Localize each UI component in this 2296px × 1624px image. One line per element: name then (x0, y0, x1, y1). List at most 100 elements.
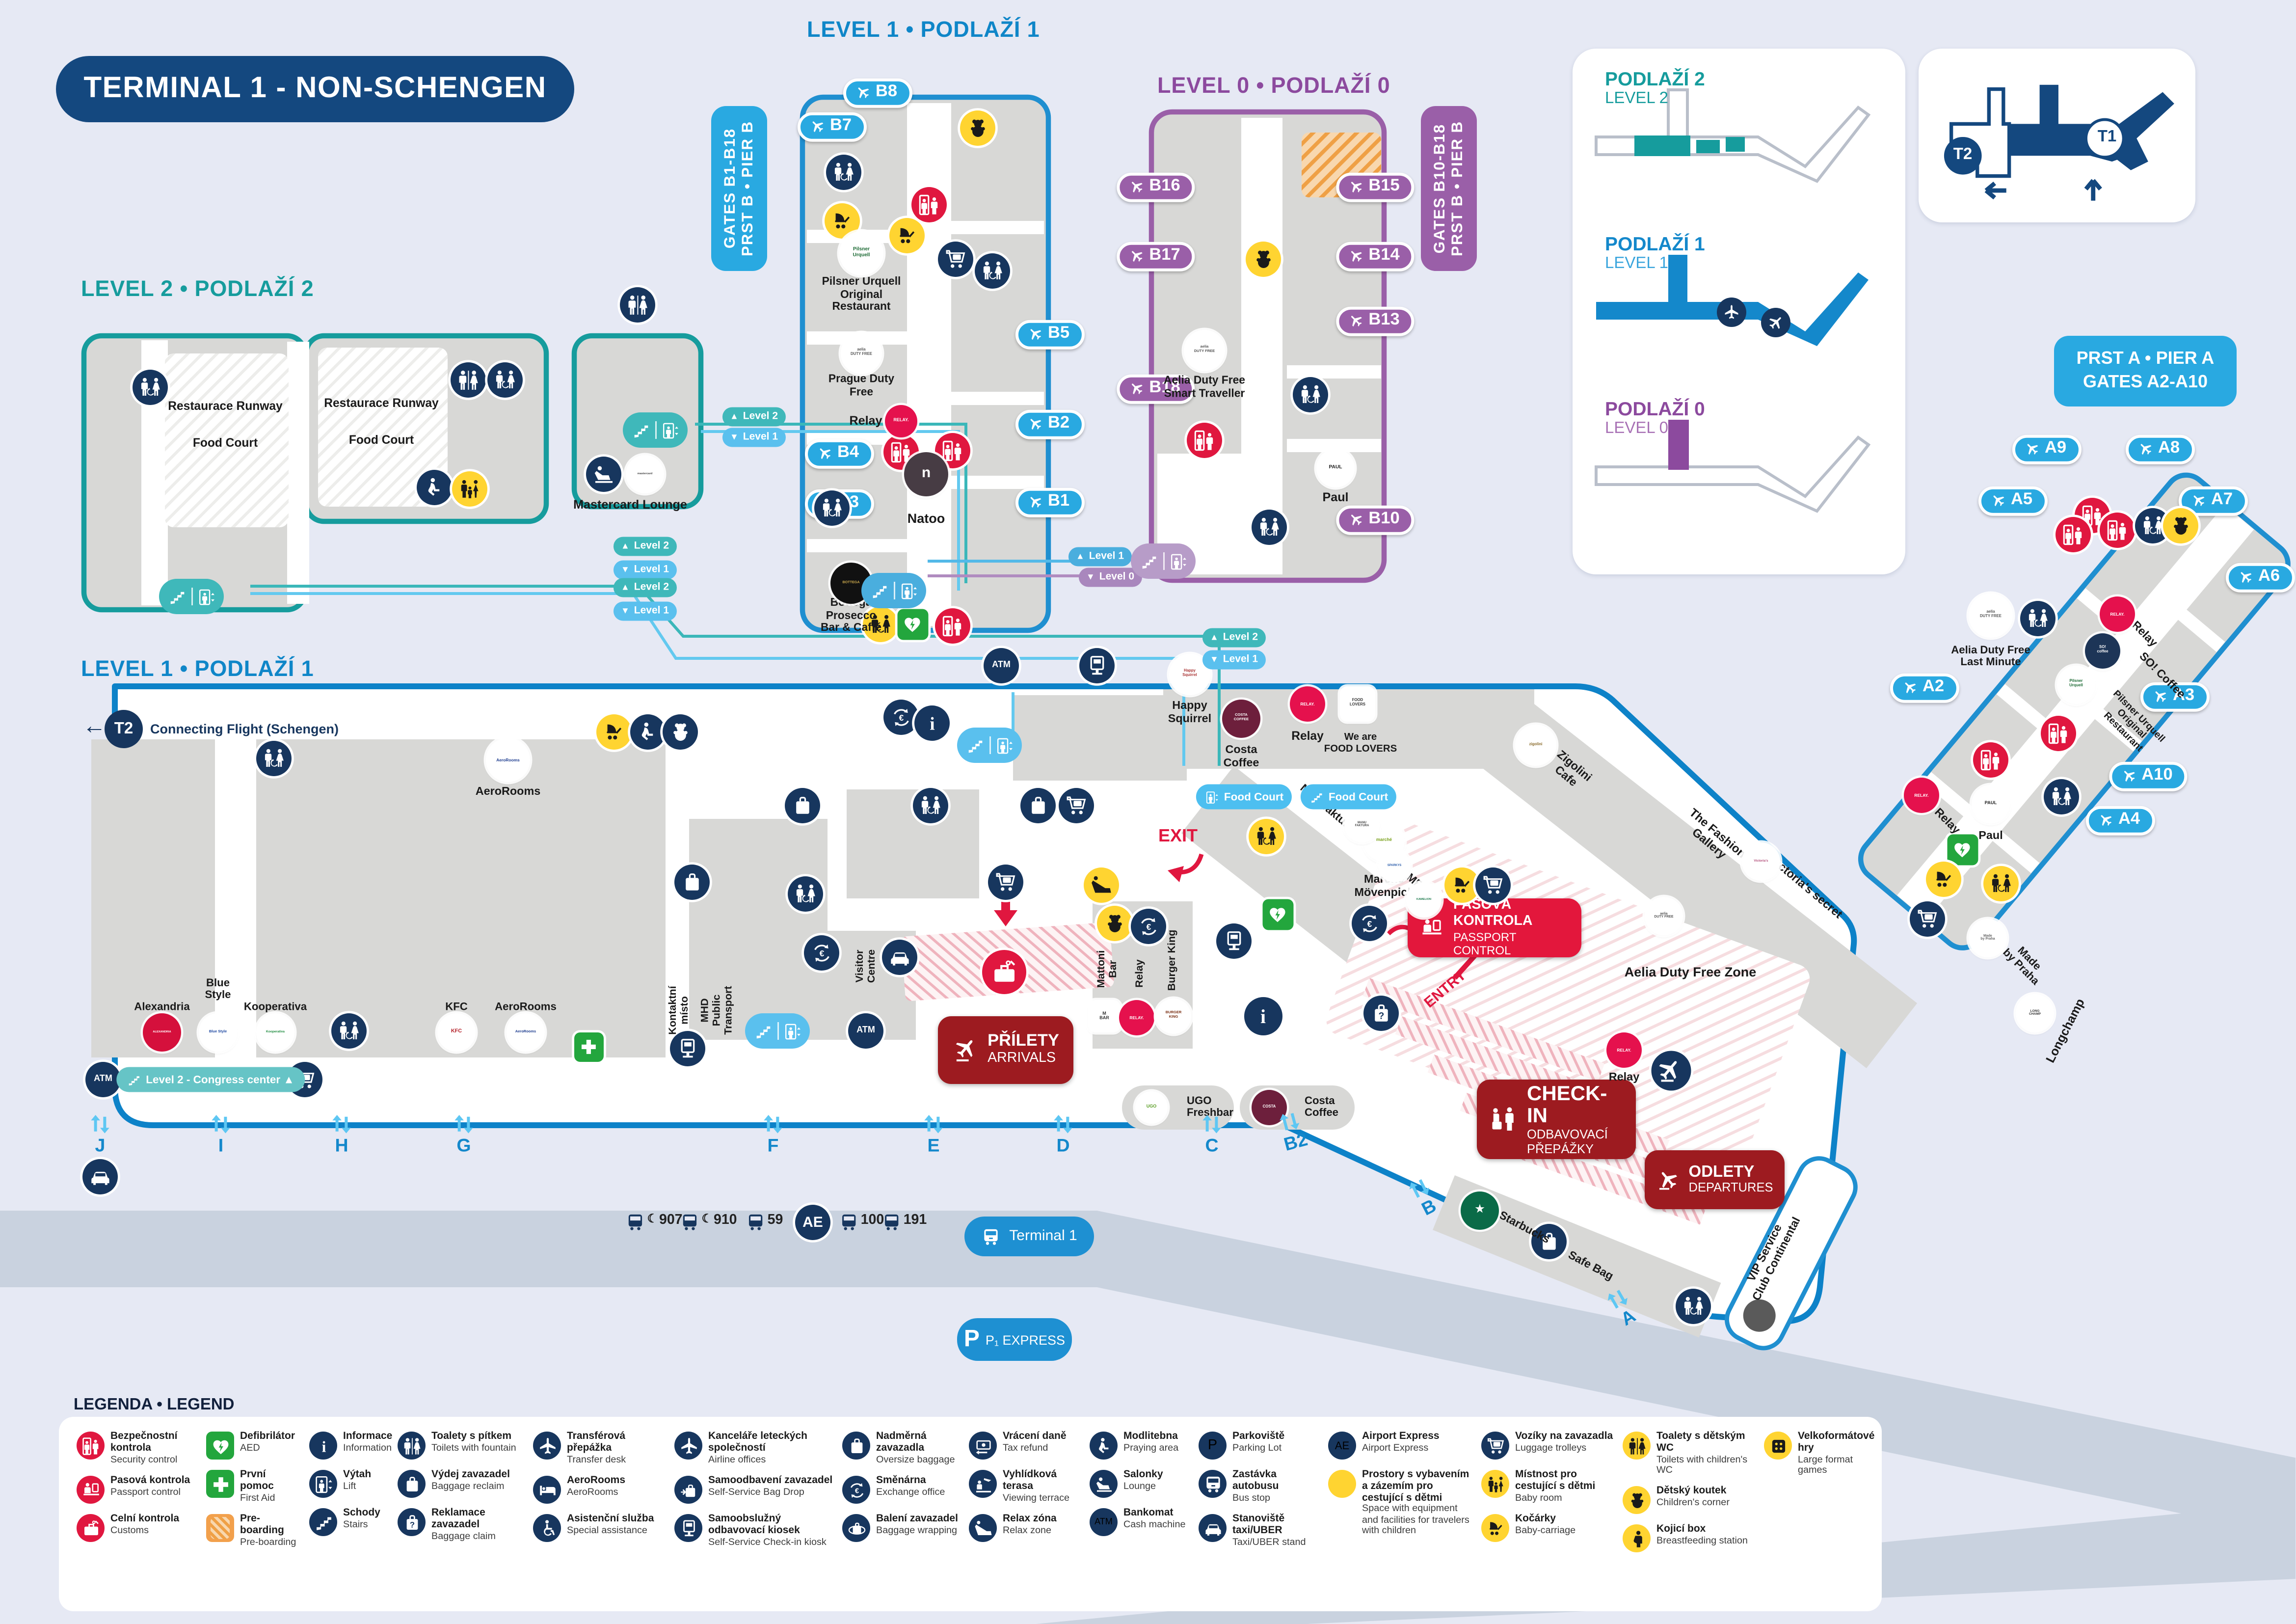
info-icon: i (1244, 997, 1282, 1035)
arrivals-sign-en: ARRIVALS (988, 1050, 1056, 1067)
svg-text:€: € (899, 713, 904, 723)
stairs-lift-chip (1131, 543, 1196, 579)
map-label: Aelia Duty Free Last Minute (1951, 643, 2030, 669)
map-label: Restaurace Runway (324, 397, 439, 410)
logo: Made by Praha (1969, 919, 2007, 957)
pier-a-label: PRST A • PIER A GATES A2-A10 (2054, 336, 2237, 406)
legend-label-cz: Výtah (343, 1470, 372, 1480)
gate-A3: A3 (2140, 682, 2210, 711)
planedown-icon (1651, 1051, 1691, 1091)
map-label: EXIT (1158, 825, 1198, 846)
legend-label-en: Toilets with fountain (431, 1443, 516, 1454)
wca-icon (1676, 1289, 1711, 1324)
atmT-icon: ATM (848, 1013, 883, 1049)
view-icon (969, 1470, 997, 1498)
door-F: F (762, 1113, 784, 1155)
door-E: E (923, 1113, 945, 1155)
heading-level0: LEVEL 0 • PODLAŽÍ 0 (1157, 74, 1390, 99)
checkin-sign: CHECK-IN ODBAVOVACÍ PŘEPÁŽKY (1477, 1080, 1636, 1159)
door-I: I (210, 1113, 232, 1155)
trolley-icon (1910, 901, 1945, 937)
departures-sign-en: DEPARTURES (1688, 1180, 1773, 1195)
gate-B16: B16 (1117, 172, 1195, 202)
teddy-icon (960, 110, 995, 146)
legend-label-en: Children's corner (1656, 1498, 1730, 1509)
exch-icon: € (1131, 909, 1166, 944)
sec-icon (935, 608, 970, 644)
gate-B8: B8 (843, 78, 912, 108)
legend-label-cz: Airport Express (1362, 1432, 1440, 1442)
legend-label-cz: AeroRooms (567, 1476, 626, 1487)
teddy-icon (2163, 508, 2198, 543)
pier-b-gates-b1-b18-label: GATES B1-B18 PRST B • PIER B (711, 106, 767, 271)
trolley-icon (1059, 788, 1094, 823)
pray-icon (1090, 1432, 1118, 1460)
logo: aelia DUTY FREE (1184, 330, 1225, 371)
map-label: Visitor Centre (852, 949, 878, 983)
legend-label-cz: Vrácení daně (1003, 1432, 1067, 1442)
kiosk-icon (1216, 923, 1252, 959)
refund-icon (969, 1432, 997, 1460)
map-label: Happy Squirrel (1168, 698, 1212, 725)
car-icon (882, 940, 917, 975)
cust-icon (982, 950, 1026, 994)
foodcourt-chip: Food Court (1300, 784, 1397, 810)
checkin-sign-main: CHECK-IN (1527, 1081, 1607, 1128)
blob-icon (1328, 1470, 1356, 1498)
wca-icon (133, 370, 168, 405)
teddy-icon (1097, 906, 1132, 941)
legend-label-en: Parking Lot (1232, 1443, 1282, 1454)
legend-label-en: Baggage reclaim (431, 1481, 505, 1492)
gate-B18: B18 (1117, 374, 1195, 404)
info-icon: i (914, 705, 950, 741)
plane-icon (533, 1432, 561, 1460)
minimap-l2-name: PODLAŽÍ 2 (1605, 68, 1705, 90)
logo: Pilsner Urquell (2057, 666, 2095, 704)
lounge-icon (1090, 1470, 1118, 1498)
aed-icon (1947, 834, 1978, 866)
stroller-icon (1926, 862, 1961, 897)
map-label: Mastercard Lounge (573, 496, 687, 512)
map-label: Mattoni Bar (1094, 950, 1119, 988)
svg-text:€: € (819, 948, 824, 958)
legend-label-cz: Samoobslužný odbavovací kiosek (708, 1514, 800, 1536)
legend-label-cz: Kanceláře leteckých společností (708, 1432, 807, 1454)
terminal-1-pill-label: Terminal 1 (1009, 1228, 1077, 1245)
logo: PAUL (1972, 785, 2010, 823)
legend-label-en: Baggage wrapping (876, 1525, 957, 1536)
heading-level2: LEVEL 2 • PODLAŽÍ 2 (81, 277, 314, 302)
logo: aelia DUTY FREE (841, 333, 882, 374)
legend-label-cz: Toalety s dětským WC (1656, 1432, 1745, 1454)
trolley-icon (1475, 867, 1511, 903)
wc-icon (620, 287, 655, 323)
wc-icon (398, 1432, 426, 1460)
t2-connecting-label: Connecting Flight (Schengen) (150, 722, 339, 736)
level-chip: ▼Level 0 (1078, 568, 1142, 587)
legend-label-en: Taxi/UBER stand (1232, 1537, 1306, 1548)
legend-label-en: Relax zone (1003, 1525, 1051, 1536)
stairs-lift-chip (159, 579, 224, 614)
gate-A2: A2 (1890, 673, 1959, 703)
logo: SPARKYS (1378, 850, 1411, 882)
logo: ALEXANDRIA (143, 1013, 181, 1052)
aed-icon (1262, 899, 1294, 930)
minimap-level0: PODLAŽÍ 0 LEVEL 0 (1573, 390, 1905, 555)
logo: M BAR (1088, 1000, 1121, 1032)
sec-icon (2041, 716, 2076, 751)
legend-label-cz: Místnost pro cestující s dětmi (1515, 1470, 1596, 1492)
map-label: AeroRooms (495, 1000, 557, 1013)
legend-item: Prostory s vybavením a zázemím pro cestu… (1328, 1470, 1472, 1537)
legend-label-en: Praying area (1123, 1443, 1179, 1454)
logo: aelia DUTY FREE (1645, 897, 1683, 935)
parking-express-label: P₁ EXPRESS (985, 1332, 1066, 1347)
